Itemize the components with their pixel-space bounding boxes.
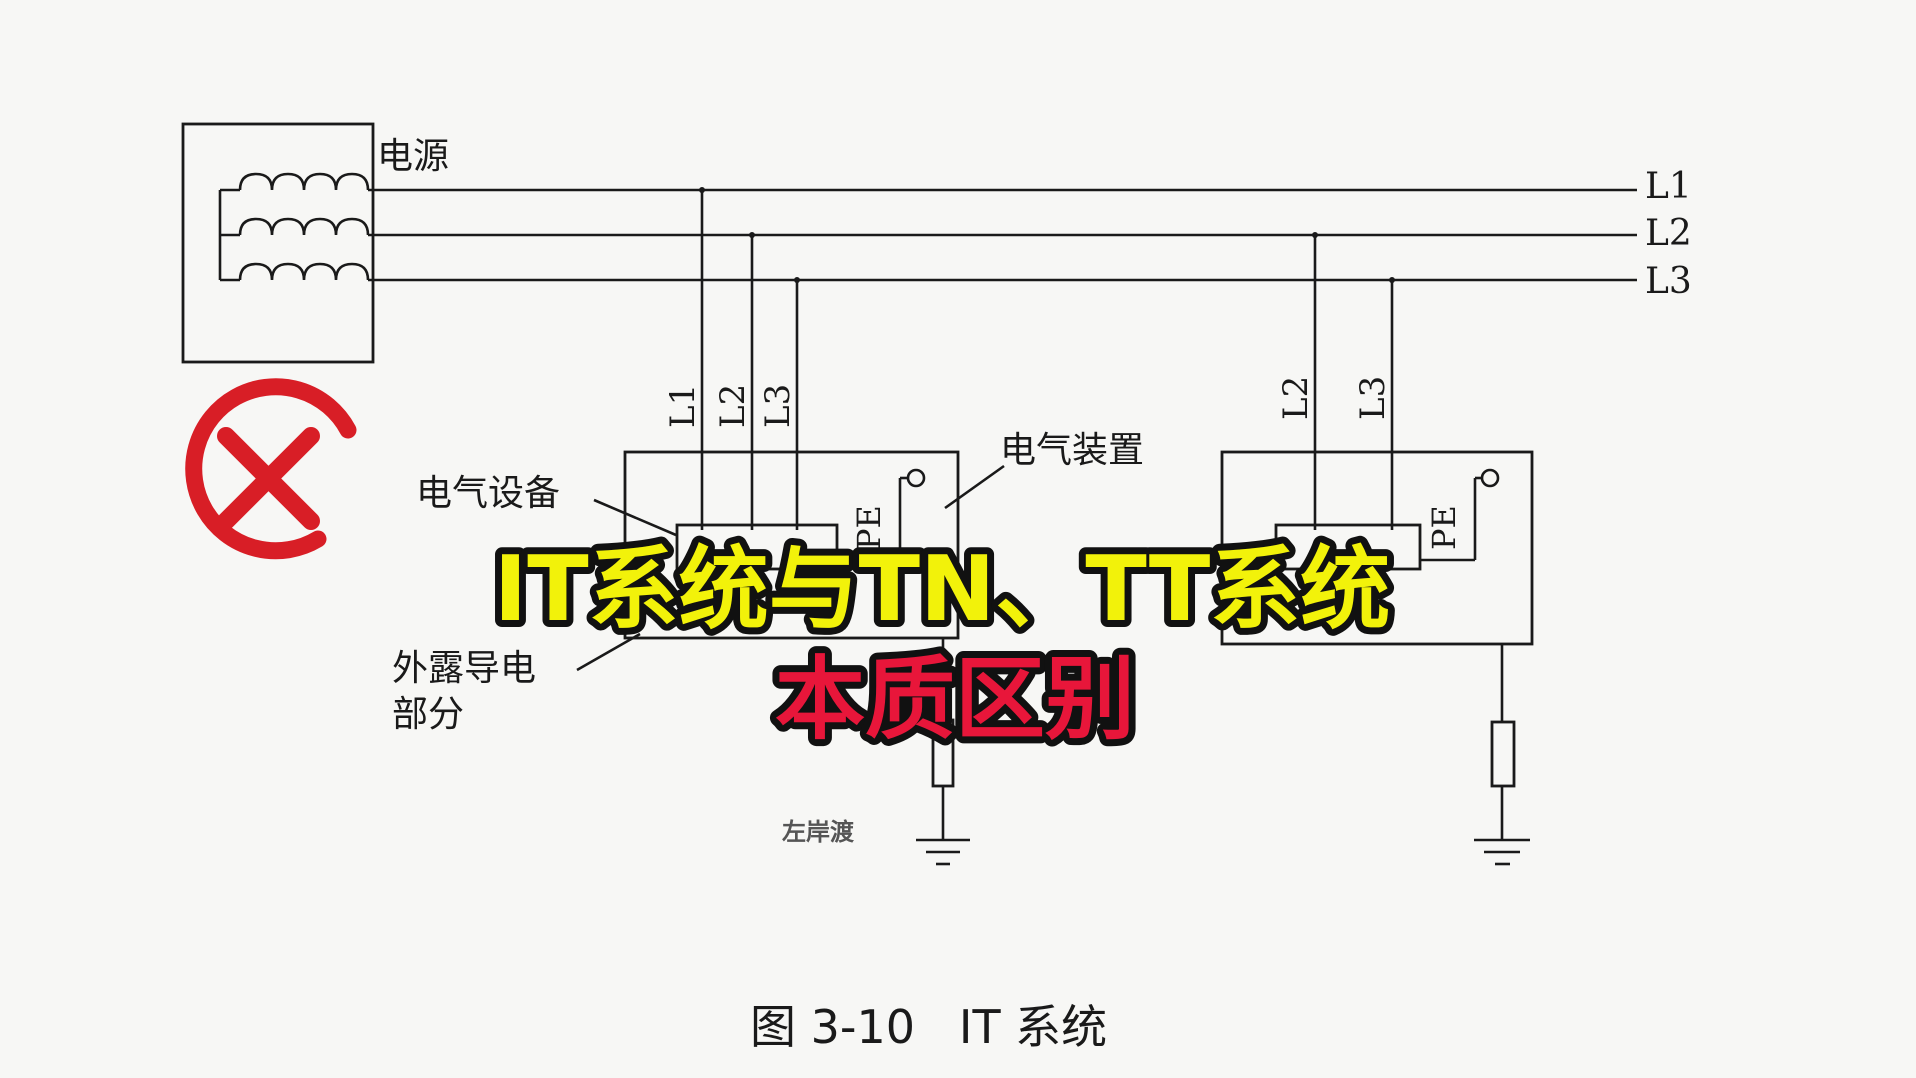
overlay-title-line2: 本质区别 — [775, 647, 1135, 752]
device-2: L2 L3 PE — [1220, 232, 1534, 866]
device-1: L1 L2 L3 PE — [623, 187, 970, 866]
device2-phase-l3: L3 — [1353, 376, 1393, 420]
device1-phase-l2: L2 — [713, 384, 753, 428]
label-equipment: 电气设备 — [416, 473, 560, 514]
label-exposed-line2: 部分 — [392, 694, 464, 735]
bus-lines: L1 L2 L3 — [368, 166, 1692, 302]
bus-label-l3: L3 — [1645, 261, 1692, 302]
overlay-title: IT系统与TN、TT系统 本质区别 — [487, 530, 1397, 759]
overlay-title-line1: IT系统与TN、TT系统 — [494, 537, 1390, 642]
label-installation: 电气装置 — [1000, 430, 1144, 471]
bus-label-l1: L1 — [1645, 166, 1692, 207]
power-source: 电源 — [181, 122, 449, 364]
device2-phase-l2: L2 — [1276, 376, 1316, 420]
device2-pe-label: PE — [1425, 505, 1463, 550]
figure-caption: 图 3-10 IT 系统 — [750, 1000, 1107, 1054]
device1-phase-l3: L3 — [758, 384, 798, 428]
device1-phase-l1: L1 — [663, 384, 703, 428]
device1-pe-label: PE — [850, 505, 888, 550]
annotations: 电气装置 电气设备 外露导电 部分 — [392, 430, 1144, 735]
source-label: 电源 — [377, 136, 449, 177]
cross-circle-icon — [185, 378, 357, 560]
watermark: 左岸渡 — [782, 818, 855, 846]
label-exposed-line1: 外露导电 — [392, 648, 536, 689]
bus-label-l2: L2 — [1645, 213, 1692, 254]
